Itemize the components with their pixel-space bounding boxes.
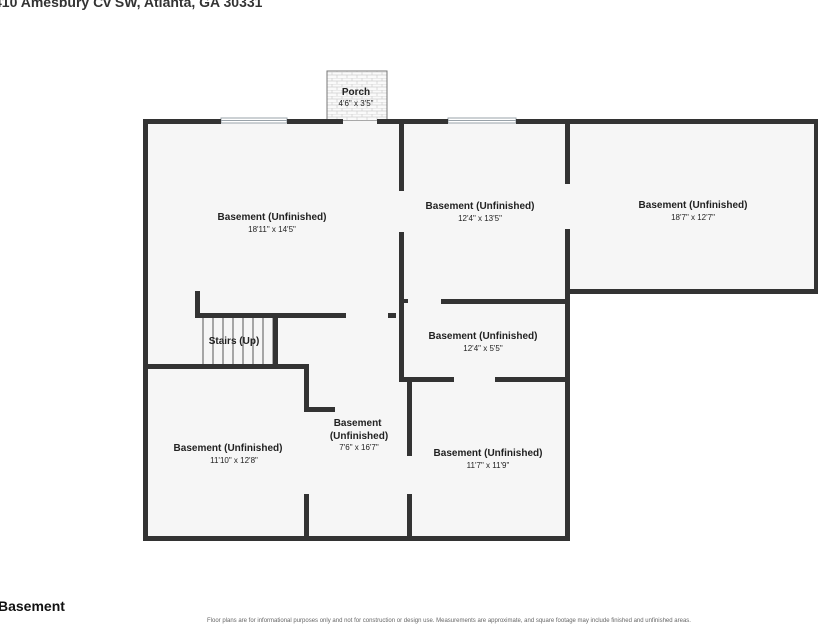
basement-lower-right-name: Basement (Unfinished) xyxy=(434,448,543,459)
basement-main-name: Basement (Unfinished) xyxy=(218,212,327,223)
basement-hall-name-line2: (Unfinished) xyxy=(330,431,388,442)
stairs-label: Stairs (Up) xyxy=(209,336,260,347)
porch-name: Porch xyxy=(342,87,370,98)
address-title: 410 Amesbury Cv SW, Atlanta, GA 30331 xyxy=(0,0,263,10)
basement-center-dims: 12'4" x 13'5" xyxy=(458,214,502,223)
basement-lower-right-dims: 11'7" x 11'9" xyxy=(467,461,510,470)
basement-main-dims: 18'11" x 14'5" xyxy=(248,225,296,234)
basement-center-name: Basement (Unfinished) xyxy=(426,201,535,212)
basement-right-dims: 18'7" x 12'7" xyxy=(671,213,715,222)
basement-lower-left-name: Basement (Unfinished) xyxy=(174,443,283,454)
basement-right-name: Basement (Unfinished) xyxy=(639,200,748,211)
basement-lower-left-dims: 11'10" x 12'8" xyxy=(210,456,258,465)
disclaimer: Floor plans are for informational purpos… xyxy=(207,618,691,624)
basement-hall-name-line1: Basement xyxy=(334,418,382,429)
basement-mid-name: Basement (Unfinished) xyxy=(429,331,538,342)
level-label: Basement xyxy=(0,598,65,614)
right-wing-floor xyxy=(568,121,818,291)
main-floor xyxy=(143,121,568,540)
window-left xyxy=(220,117,288,124)
basement-mid-dims: 12'4" x 5'5" xyxy=(463,344,503,353)
basement-hall-name: Basement (Unfinished) xyxy=(330,418,388,442)
porch-dims: 4'6" x 3'5" xyxy=(339,99,374,108)
walls xyxy=(143,119,818,541)
basement-hall-dims: 7'6" x 16'7" xyxy=(339,443,379,452)
window-right xyxy=(447,117,517,124)
